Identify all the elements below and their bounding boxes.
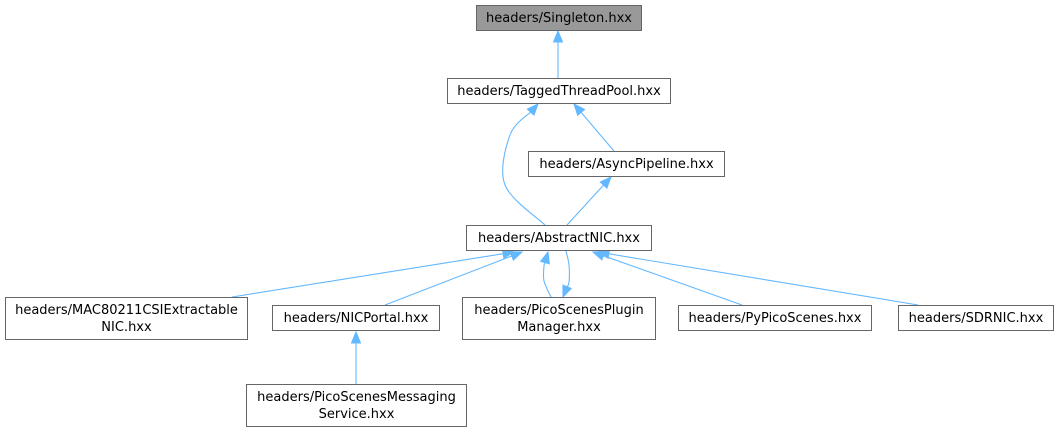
node-label: headers/PicoScenesMessaging <box>257 390 456 405</box>
node-label: headers/AsyncPipeline.hxx <box>539 157 714 172</box>
node-label: headers/Singleton.hxx <box>486 11 632 26</box>
edge-line <box>384 255 513 306</box>
edge-line <box>502 110 546 226</box>
arrowhead <box>599 176 612 190</box>
arrowhead <box>526 103 539 117</box>
node-box[interactable] <box>528 151 725 177</box>
node-pypico[interactable]: headers/PyPicoScenes.hxx <box>678 305 872 331</box>
node-box[interactable] <box>462 297 656 340</box>
node-label: headers/MAC80211CSIExtractable <box>15 303 238 318</box>
node-box[interactable] <box>476 5 642 31</box>
node-sdrnic[interactable]: headers/SDRNIC.hxx <box>898 305 1054 331</box>
edge-sdrnic-to-abstract <box>596 248 919 306</box>
node-label: headers/TaggedThreadPool.hxx <box>457 84 661 99</box>
edges-layer <box>231 29 919 384</box>
edge-abstract-to-plugin <box>562 250 573 299</box>
edge-tagged-to-singleton <box>552 29 564 78</box>
edge-plugin-to-abstract <box>539 250 552 298</box>
arrowhead <box>562 284 573 299</box>
arrowhead <box>509 251 524 262</box>
node-box[interactable] <box>898 305 1054 331</box>
edge-messaging-to-portal <box>350 330 362 384</box>
edge-pypico-to-abstract <box>591 250 743 306</box>
node-label: Manager.hxx <box>517 320 601 335</box>
edge-line <box>542 261 552 298</box>
node-label: headers/AbstractNIC.hxx <box>478 231 640 246</box>
arrowhead <box>539 250 550 265</box>
node-tagged[interactable]: headers/TaggedThreadPool.hxx <box>447 78 671 104</box>
edge-portal-to-abstract <box>384 251 524 306</box>
edge-abstract-to-async <box>566 176 612 226</box>
arrowhead <box>350 330 362 344</box>
node-box[interactable] <box>678 305 872 331</box>
node-abstract[interactable]: headers/AbstractNIC.hxx <box>466 225 652 251</box>
edge-line <box>566 183 605 226</box>
node-label: Service.hxx <box>319 407 395 422</box>
node-box[interactable] <box>447 78 671 104</box>
edge-line <box>607 253 919 306</box>
edge-line <box>602 254 743 306</box>
node-label: headers/PicoScenesPlugin <box>474 303 643 318</box>
arrowhead <box>573 102 586 117</box>
edge-abstract-to-tagged <box>502 103 546 226</box>
node-label: headers/SDRNIC.hxx <box>909 311 1044 326</box>
nodes-layer: headers/Singleton.hxx headers/TaggedThrea… <box>5 5 1054 427</box>
node-box[interactable] <box>466 225 652 251</box>
edge-line <box>579 111 615 152</box>
node-portal[interactable]: headers/NICPortal.hxx <box>272 305 440 331</box>
node-singleton[interactable]: headers/Singleton.hxx <box>476 5 642 31</box>
node-box[interactable] <box>272 305 440 331</box>
edge-mac-to-abstract <box>231 248 516 298</box>
node-box[interactable] <box>5 297 248 340</box>
node-label: NIC.hxx <box>101 320 152 335</box>
node-label: headers/NICPortal.hxx <box>284 311 429 326</box>
node-label: headers/PyPicoScenes.hxx <box>689 311 862 326</box>
edge-async-to-tagged <box>573 102 615 152</box>
arrowhead <box>552 29 564 43</box>
edge-line <box>231 253 505 298</box>
node-box[interactable] <box>246 384 467 427</box>
edge-line <box>565 250 570 289</box>
node-async[interactable]: headers/AsyncPipeline.hxx <box>528 151 725 177</box>
